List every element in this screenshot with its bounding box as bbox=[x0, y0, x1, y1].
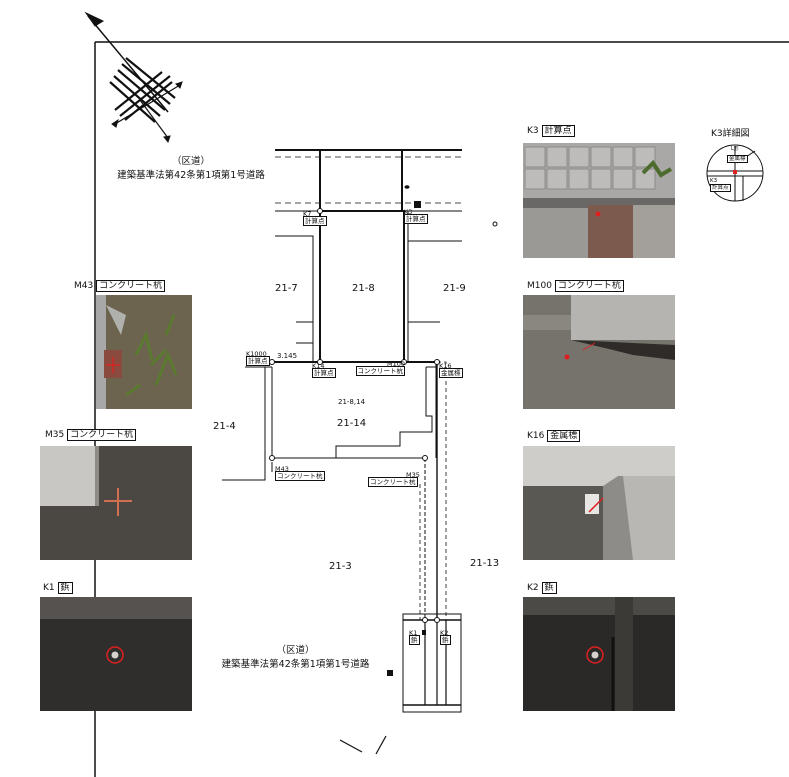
label-m35-type: コンクリート杭 bbox=[368, 477, 418, 487]
photo-k1 bbox=[40, 597, 192, 711]
label-k14-type: 計算点 bbox=[312, 368, 336, 378]
label-k3-type: 計算点 bbox=[404, 214, 428, 224]
photo-k3 bbox=[523, 143, 675, 258]
label-k16-id: K16 bbox=[439, 362, 452, 370]
label-k1-id: K1 bbox=[409, 629, 418, 637]
caption-m43-id: M43 bbox=[74, 281, 94, 291]
caption-k2-type: 鋲 bbox=[541, 582, 557, 594]
label-m100-id: M100 bbox=[387, 360, 406, 368]
south-road-line1: （区道） bbox=[276, 645, 315, 656]
label-m100: M100 コンクリート杭 bbox=[349, 360, 406, 376]
south-road-label: （区道） 建築基準法第42条第1項第1号道路 bbox=[203, 644, 388, 672]
point-m100-marker bbox=[401, 359, 407, 365]
lot-21-4: 21-4 bbox=[213, 421, 236, 432]
label-k1-type: 鋲 bbox=[409, 635, 420, 645]
caption-k16: K16 金属標 bbox=[527, 430, 581, 442]
label-k2-type: 鋲 bbox=[440, 635, 451, 645]
caption-m100: M100 コンクリート杭 bbox=[527, 280, 624, 292]
label-k2: K2 鋲 bbox=[440, 629, 451, 645]
north-road-line1: （区道） bbox=[171, 156, 210, 167]
detail-k3-label: K3 計算点 bbox=[710, 178, 731, 192]
detail-l-label: L形 bbox=[731, 146, 739, 152]
label-k1000-type: 計算点 bbox=[246, 356, 270, 366]
label-k1: K1 鋲 bbox=[409, 629, 420, 645]
label-k1000: K1000 計算点 bbox=[246, 350, 270, 366]
label-k7-type: 計算点 bbox=[303, 216, 327, 226]
caption-k1-type: 鋲 bbox=[57, 582, 73, 594]
label-k7-id: K7 bbox=[303, 210, 312, 218]
point-m43-marker bbox=[269, 455, 275, 461]
caption-k16-type: 金属標 bbox=[547, 430, 581, 442]
point-k1000-marker bbox=[269, 359, 275, 365]
point-k7-marker bbox=[317, 208, 323, 214]
label-k14: K14 計算点 bbox=[312, 362, 336, 378]
lot-21-7: 21-7 bbox=[275, 283, 298, 294]
photo-k16 bbox=[523, 446, 675, 560]
caption-m35-id: M35 bbox=[45, 430, 65, 440]
caption-m100-type: コンクリート杭 bbox=[554, 280, 624, 292]
point-k1-marker bbox=[422, 617, 428, 623]
caption-k1: K1 鋲 bbox=[43, 582, 73, 594]
north-arrow-icon bbox=[84, 11, 183, 144]
caption-k3-id: K3 bbox=[527, 126, 539, 136]
caption-m35-type: コンクリート杭 bbox=[67, 429, 137, 441]
detail-diagram: L形 金属標 K3 計算点 bbox=[705, 143, 765, 203]
caption-k16-id: K16 bbox=[527, 431, 545, 441]
point-k3-marker bbox=[414, 201, 421, 208]
south-road-line2: 建築基準法第42条第1項第1号道路 bbox=[221, 659, 370, 670]
dimension-label: 3.145 bbox=[277, 352, 298, 360]
lot-21-8: 21-8 bbox=[352, 283, 375, 294]
lot-21-3: 21-3 bbox=[329, 561, 352, 572]
lot-21-8-14: 21-8,14 bbox=[338, 398, 366, 406]
north-road-line2: 建築基準法第42条第1項第1号道路 bbox=[117, 170, 265, 181]
bottom-mark-left bbox=[339, 739, 363, 753]
caption-m35: M35 コンクリート杭 bbox=[45, 429, 137, 441]
detail-title: K3詳細図 bbox=[711, 129, 750, 139]
caption-m43: M43 コンクリート杭 bbox=[74, 280, 166, 292]
caption-m100-id: M100 bbox=[527, 281, 552, 291]
label-k16: K16 金属標 bbox=[439, 362, 463, 378]
label-k3: K3 計算点 bbox=[404, 208, 428, 224]
caption-k3: K3 計算点 bbox=[527, 125, 575, 137]
photo-k2 bbox=[523, 597, 675, 711]
lot-21-9: 21-9 bbox=[443, 283, 466, 294]
detail-metal-type: 金属標 bbox=[727, 155, 748, 163]
label-k14-id: K14 bbox=[312, 362, 325, 370]
detail-k3-type: 計算点 bbox=[710, 184, 731, 192]
label-m35-id: M35 bbox=[406, 471, 420, 479]
label-m35: M35 コンクリート杭 bbox=[368, 471, 420, 487]
point-k14-marker bbox=[317, 359, 323, 365]
lot-21-14: 21-14 bbox=[337, 418, 367, 429]
detail-k3-id: K3 bbox=[710, 178, 718, 184]
caption-k1-id: K1 bbox=[43, 583, 55, 593]
photo-m35 bbox=[40, 446, 192, 560]
caption-k2: K2 鋲 bbox=[527, 582, 557, 594]
photo-m100 bbox=[523, 295, 675, 409]
label-m43-id: M43 bbox=[275, 465, 289, 473]
label-k16-type: 金属標 bbox=[439, 368, 463, 378]
label-k7: K7 計算点 bbox=[303, 210, 327, 226]
bottom-mark-right bbox=[375, 735, 387, 755]
point-k2-marker bbox=[434, 617, 440, 623]
label-k3-id: K3 bbox=[404, 208, 413, 216]
point-k16-marker bbox=[434, 359, 440, 365]
lot-21-13: 21-13 bbox=[470, 558, 500, 569]
caption-k2-id: K2 bbox=[527, 583, 539, 593]
label-k1000-id: K1000 bbox=[246, 350, 267, 358]
label-m43-type: コンクリート杭 bbox=[275, 471, 325, 481]
label-k2-id: K2 bbox=[440, 629, 449, 637]
point-m35-marker bbox=[422, 455, 428, 461]
north-road-label: （区道） 建築基準法第42条第1項第1号道路 bbox=[106, 155, 276, 183]
label-m43: M43 コンクリート杭 bbox=[275, 465, 325, 481]
label-m100-type: コンクリート杭 bbox=[355, 366, 406, 376]
lot-21-14-boundary bbox=[271, 367, 433, 459]
caption-k3-type: 計算点 bbox=[541, 125, 575, 137]
photo-m43 bbox=[96, 295, 192, 409]
caption-m43-type: コンクリート杭 bbox=[96, 280, 166, 292]
detail-metal-label: 金属標 bbox=[727, 155, 748, 163]
